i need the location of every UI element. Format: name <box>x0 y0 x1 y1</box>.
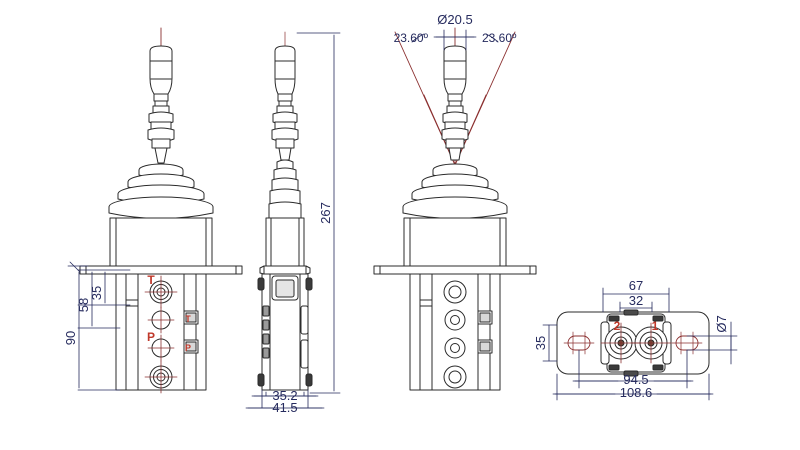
dim-angle-right: 23.60º <box>482 31 517 45</box>
dim-front-90: 90 <box>63 331 78 345</box>
dim-plan-67: 67 <box>629 278 643 293</box>
dim-angle-left: 23.60º <box>394 31 429 45</box>
plan-dim-d7-lines <box>686 321 738 365</box>
view-plan: 2 1 67 <box>533 278 738 401</box>
plan-dim-32-lines <box>619 301 653 313</box>
port-p-label: P <box>147 330 155 344</box>
side-flange <box>259 265 311 275</box>
tilt-knob <box>443 45 467 107</box>
plan-dim-94-5-lines <box>572 349 694 389</box>
view-side-elevation: 35.2 41.5 267 <box>245 31 341 415</box>
plan-port-2-label: 2 <box>614 319 621 333</box>
tilt-connector-blocks <box>477 310 493 354</box>
connector-blocks <box>183 310 199 354</box>
dim-diameter-20-5: Ø20.5 <box>437 12 472 27</box>
front-dimension-chain <box>67 261 131 391</box>
side-dimension-lines <box>245 389 325 409</box>
view-tilt-angle: Ø20.5 23.60º 23.60º <box>373 12 537 391</box>
tilt-rubber-boot <box>402 163 508 219</box>
dim-side-35-2: 35.2 <box>272 388 297 403</box>
view-front-elevation: T P T P 35 58 90 <box>63 27 243 394</box>
tilt-valve-ports <box>443 280 467 389</box>
upper-housing <box>109 217 213 267</box>
connector-t-label: T <box>185 314 191 324</box>
plan-dim-35-lines <box>542 324 558 362</box>
valve-ports <box>144 275 178 394</box>
diameter-dimension-lines <box>433 29 477 51</box>
plan-dim-67-lines <box>602 287 670 313</box>
plan-port-1-label: 1 <box>652 319 659 333</box>
dim-front-35: 35 <box>89 286 104 300</box>
dim-side-41-5: 41.5 <box>272 400 297 415</box>
plan-ports <box>600 322 672 364</box>
dim-front-58: 58 <box>76 298 91 312</box>
rubber-boot <box>108 163 214 219</box>
dim-plan-94-5: 94.5 <box>623 372 648 387</box>
side-valve-body <box>257 273 313 391</box>
side-rubber-boot <box>268 159 302 219</box>
side-knob <box>274 45 296 107</box>
joystick-stem <box>147 105 175 164</box>
dim-plan-d7: Ø7 <box>714 315 729 332</box>
joystick-knob <box>149 45 173 107</box>
tilt-flange <box>373 265 537 275</box>
connector-p-label: P <box>185 343 191 353</box>
plan-dim-108-6-lines <box>552 373 714 401</box>
angle-arcs <box>411 33 499 43</box>
dim-overall-267: 267 <box>318 202 333 224</box>
dim-plan-35: 35 <box>533 336 548 350</box>
overall-height-dimension <box>296 32 341 394</box>
side-upper-housing <box>265 217 305 267</box>
tilt-upper-housing <box>403 217 507 267</box>
tilt-stem <box>441 105 469 161</box>
port-t-label: T <box>147 273 155 287</box>
dim-plan-32: 32 <box>629 293 643 308</box>
dim-plan-108-6: 108.6 <box>620 385 653 400</box>
side-stem <box>271 105 299 161</box>
